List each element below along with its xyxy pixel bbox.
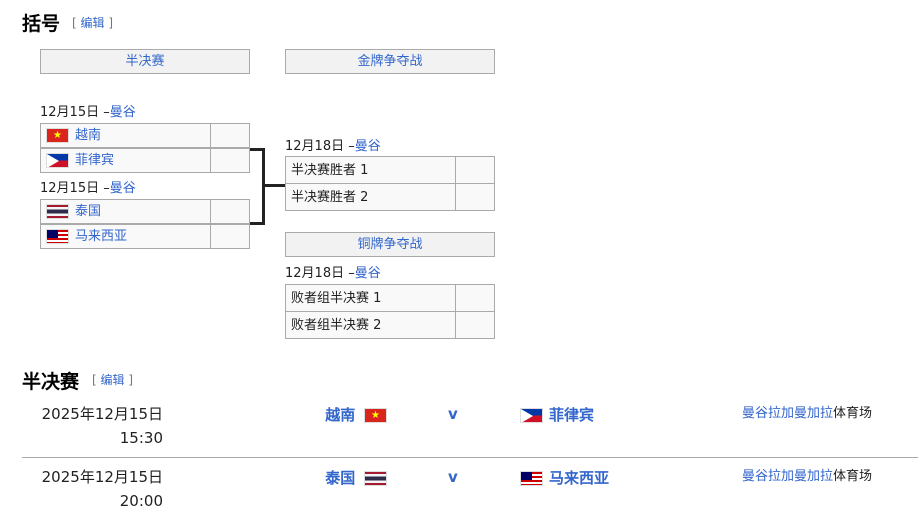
thailand-flag-icon <box>364 471 387 486</box>
malaysia-flag-icon <box>520 471 543 486</box>
team-link[interactable]: 越南 <box>75 128 102 143</box>
semifinals-heading: 半决赛 <box>22 371 80 393</box>
home-team-link[interactable]: 越南 <box>325 406 356 424</box>
score-cell <box>210 200 249 223</box>
bronze-header-link[interactable]: 铜牌争夺战 <box>357 237 423 252</box>
venue-link[interactable]: 曼谷拉加曼加拉 <box>742 406 834 421</box>
venue-link[interactable]: 曼谷 <box>109 181 136 196</box>
date-text: 12月18日 – <box>285 266 355 281</box>
score-cell <box>455 157 494 183</box>
bracket-heading: 括号 <box>22 13 61 35</box>
match-date: 2025年12月15日 <box>41 405 163 423</box>
score-cell <box>210 124 249 147</box>
gold-header-link[interactable]: 金牌争夺战 <box>357 54 423 69</box>
vs-label: v <box>448 405 458 423</box>
score-cell <box>455 312 494 338</box>
home-team-link[interactable]: 泰国 <box>325 469 356 487</box>
bracket-line <box>250 222 264 225</box>
bracket-team-row: ★ 越南 <box>40 123 250 148</box>
bracket-team-row: 半决赛胜者 2 <box>285 183 495 211</box>
score-cell <box>210 149 249 172</box>
bracket-team-row: 马来西亚 <box>40 224 250 249</box>
semi1-date: 12月15日 –曼谷 <box>40 101 136 120</box>
team-link[interactable]: 马来西亚 <box>75 229 128 244</box>
away-team-link[interactable]: 菲律宾 <box>549 406 595 424</box>
date-text: 12月18日 – <box>285 139 355 154</box>
date-text: 12月15日 – <box>40 181 110 196</box>
score-cell <box>455 285 494 311</box>
semi2-date: 12月15日 –曼谷 <box>40 177 136 196</box>
date-text: 12月15日 – <box>40 105 110 120</box>
semifinal-header-link[interactable]: 半决赛 <box>125 54 165 69</box>
bracket-team-row: 半决赛胜者 1 <box>285 156 495 184</box>
bracket-line <box>262 184 285 187</box>
vietnam-flag-icon: ★ <box>364 408 387 423</box>
venue-link[interactable]: 曼谷 <box>354 266 381 281</box>
philippines-flag-icon <box>520 408 543 423</box>
vietnam-flag-icon: ★ <box>46 128 69 143</box>
philippines-flag-icon <box>46 153 69 168</box>
match-date: 2025年12月15日 <box>41 468 163 486</box>
venue-text: 体育场 <box>833 406 873 421</box>
bracket-team-row: 泰国 <box>40 199 250 224</box>
thailand-flag-icon <box>46 204 69 219</box>
semifinals-edit: [ 编辑 ] <box>92 373 134 387</box>
venue-link[interactable]: 曼谷拉加曼加拉 <box>742 469 834 484</box>
team-link[interactable]: 菲律宾 <box>75 153 115 168</box>
bracket-edit-link[interactable]: 编辑 <box>80 16 105 30</box>
bracket-team-row: 败者组半决赛 1 <box>285 284 495 312</box>
vs-label: v <box>448 468 458 486</box>
bronze-date: 12月18日 –曼谷 <box>285 262 381 281</box>
score-cell <box>455 184 494 210</box>
bracket-edit: [ 编辑 ] <box>72 16 114 30</box>
venue-text: 体育场 <box>833 469 873 484</box>
bracket-team-row: 败者组半决赛 2 <box>285 311 495 339</box>
semifinals-edit-link[interactable]: 编辑 <box>100 373 125 387</box>
gold-date: 12月18日 –曼谷 <box>285 135 381 154</box>
malaysia-flag-icon <box>46 229 69 244</box>
match-time: 20:00 <box>119 492 163 510</box>
score-cell <box>210 225 249 248</box>
venue-link[interactable]: 曼谷 <box>109 105 136 120</box>
away-team-link[interactable]: 马来西亚 <box>549 469 610 487</box>
match-time: 15:30 <box>119 429 163 447</box>
bracket-line <box>250 148 264 151</box>
match-divider <box>22 457 918 458</box>
bracket-team-row: 菲律宾 <box>40 148 250 173</box>
venue-link[interactable]: 曼谷 <box>354 139 381 154</box>
team-link[interactable]: 泰国 <box>75 204 102 219</box>
